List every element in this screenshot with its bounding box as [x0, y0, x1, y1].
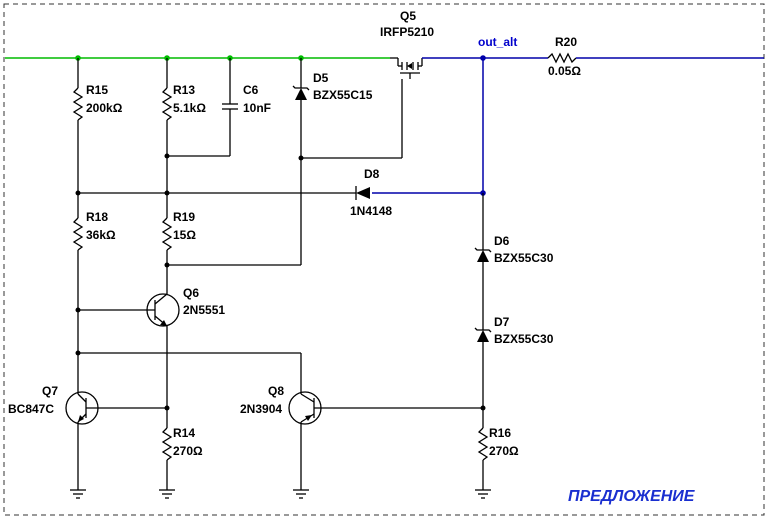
r14-ref: R14: [173, 426, 195, 440]
r15-ref: R15: [86, 83, 108, 97]
r13-ref: R13: [173, 83, 195, 97]
q5-mosfet: [390, 57, 423, 158]
d8-diode: [78, 186, 370, 200]
c6-ref: C6: [243, 83, 259, 97]
d8-value: 1N4148: [350, 204, 392, 218]
ground-symbol: [293, 489, 309, 499]
r20-value: 0.05Ω: [548, 64, 581, 78]
r14-value: 270Ω: [173, 444, 203, 458]
r19-ref: R19: [173, 210, 195, 224]
r16-resistor: [477, 427, 489, 490]
r20-ref: R20: [555, 35, 577, 49]
c6-capacitor: [222, 58, 238, 156]
output-net: [372, 52, 764, 196]
ground-symbol: [475, 489, 491, 499]
q5-ref: Q5: [400, 9, 416, 23]
r18-ref: R18: [86, 210, 108, 224]
q6-value: 2N5551: [183, 303, 225, 317]
q6-transistor: [78, 292, 180, 428]
d6-value: BZX55C30: [494, 251, 554, 265]
d7-value: BZX55C30: [494, 332, 554, 346]
d5-zener: [292, 58, 402, 265]
q7-transistor: [65, 352, 301, 490]
out-alt-net-label: out_alt: [478, 35, 517, 49]
d7-ref: D7: [494, 315, 510, 329]
d5-value: BZX55C15: [313, 88, 373, 102]
r14-resistor: [161, 427, 173, 490]
q8-ref: Q8: [268, 384, 284, 398]
c6-value: 10nF: [243, 101, 271, 115]
ground-symbol: [70, 489, 86, 499]
q5-value: IRFP5210: [380, 25, 434, 39]
proposal-note: ПРЕДЛОЖЕНИЕ: [568, 488, 696, 505]
q7-value: BC847C: [8, 402, 54, 416]
r15-value: 200kΩ: [86, 101, 123, 115]
r16-value: 270Ω: [489, 444, 519, 458]
d8-ref: D8: [364, 167, 380, 181]
r16-ref: R16: [489, 426, 511, 440]
d6-d7-zeners: [474, 193, 492, 428]
q7-ref: Q7: [42, 384, 58, 398]
sheet-border: [3, 3, 765, 516]
q8-value: 2N3904: [240, 402, 282, 416]
d6-ref: D6: [494, 234, 510, 248]
q8-transistor: [288, 353, 483, 490]
r19-value: 15Ω: [173, 228, 196, 242]
d5-ref: D5: [313, 71, 329, 85]
r15-r18-column: [72, 58, 84, 384]
r13-value: 5.1kΩ: [173, 101, 206, 115]
ground-symbol: [159, 489, 175, 499]
input-rail: [5, 55, 390, 61]
q6-ref: Q6: [183, 286, 199, 300]
r13-r19-column: [161, 58, 301, 292]
r18-value: 36kΩ: [86, 228, 116, 242]
